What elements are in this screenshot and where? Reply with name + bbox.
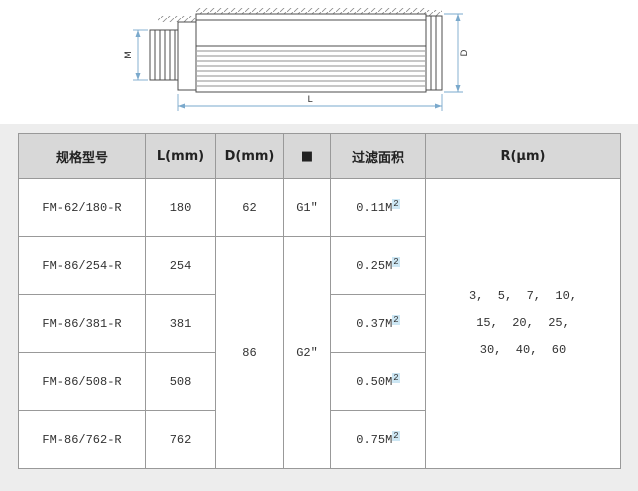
top-hatch-strip: [196, 8, 426, 14]
rating-line: 3, 5, 7, 10,: [468, 289, 578, 303]
table-area: 规格型号 L(mm) D(mm) ■ 过滤面积 R(μm) FM-62/180-…: [0, 124, 638, 491]
cell-diameter: 62: [215, 178, 284, 237]
table-row: FM-86/508-R 508 0.50M2: [18, 352, 621, 411]
cell-length: 508: [145, 352, 216, 411]
header-row: 规格型号 L(mm) D(mm) ■ 过滤面积 R(μm): [18, 133, 621, 179]
cell-area: 0.75M2: [330, 410, 426, 469]
dim-label-m: M: [124, 51, 134, 59]
dimension-arrows: [135, 14, 461, 109]
cell-rating: 3, 5, 7, 10, 15, 20, 25, 30, 40, 60: [425, 178, 621, 469]
cell-length: 180: [145, 178, 216, 237]
header-length: L(mm): [145, 133, 216, 179]
cell-model: FM-86/254-R: [18, 236, 146, 295]
cell-area: 0.11M2: [330, 178, 426, 237]
area-value: 0.25M: [356, 259, 393, 273]
cell-model: FM-86/381-R: [18, 294, 146, 353]
pleat-lines: [197, 50, 425, 87]
table-row: FM-86/381-R 381 0.37M2: [18, 294, 621, 353]
header-area: 过滤面积: [330, 133, 426, 179]
dimension-lines: [133, 13, 463, 111]
cell-area: 0.37M2: [330, 294, 426, 353]
filter-element-drawing: M D L: [124, 8, 470, 111]
area-value: 0.50M: [356, 375, 393, 389]
area-value: 0.11M: [356, 201, 393, 215]
spec-table: 规格型号 L(mm) D(mm) ■ 过滤面积 R(μm) FM-62/180-…: [18, 133, 621, 469]
table-row: FM-86/762-R 762 0.75M2: [18, 410, 621, 469]
left-cap-hatch: [158, 16, 196, 22]
area-exponent: 2: [392, 373, 400, 383]
table-row: FM-86/254-R 254 86 G2" 0.25M2: [18, 236, 621, 469]
area-exponent: 2: [392, 315, 400, 325]
area-exponent: 2: [392, 257, 400, 267]
header-diameter: D(mm): [215, 133, 284, 179]
cell-model: FM-62/180-R: [18, 178, 146, 237]
cell-model: FM-86/762-R: [18, 410, 146, 469]
cell-diameter: 86: [215, 236, 284, 469]
cell-length: 381: [145, 294, 216, 353]
dim-label-l: L: [307, 95, 312, 105]
cell-length: 762: [145, 410, 216, 469]
rating-line: 15, 20, 25,: [476, 316, 570, 330]
header-model: 规格型号: [18, 133, 146, 179]
area-exponent: 2: [392, 431, 400, 441]
cell-area: 0.50M2: [330, 352, 426, 411]
area-value: 0.37M: [356, 317, 393, 331]
area-value: 0.75M: [356, 433, 393, 447]
header-port: ■: [283, 133, 331, 179]
cell-model: FM-86/508-R: [18, 352, 146, 411]
filter-outline: [149, 13, 443, 93]
cell-port: G2": [283, 236, 331, 469]
cell-length: 254: [145, 236, 216, 295]
dim-label-d: D: [460, 49, 470, 56]
right-cap-hatch: [426, 10, 442, 16]
cell-port: G1": [283, 178, 331, 237]
drawing-area: M D L: [0, 0, 638, 124]
header-rating: R(μm): [425, 133, 621, 179]
table-row: FM-62/180-R 180 62 G1" 0.11M2 3, 5, 7, 1…: [18, 178, 621, 469]
cell-area: 0.25M2: [330, 236, 426, 295]
area-exponent: 2: [392, 199, 400, 209]
rating-line: 30, 40, 60: [479, 343, 567, 357]
